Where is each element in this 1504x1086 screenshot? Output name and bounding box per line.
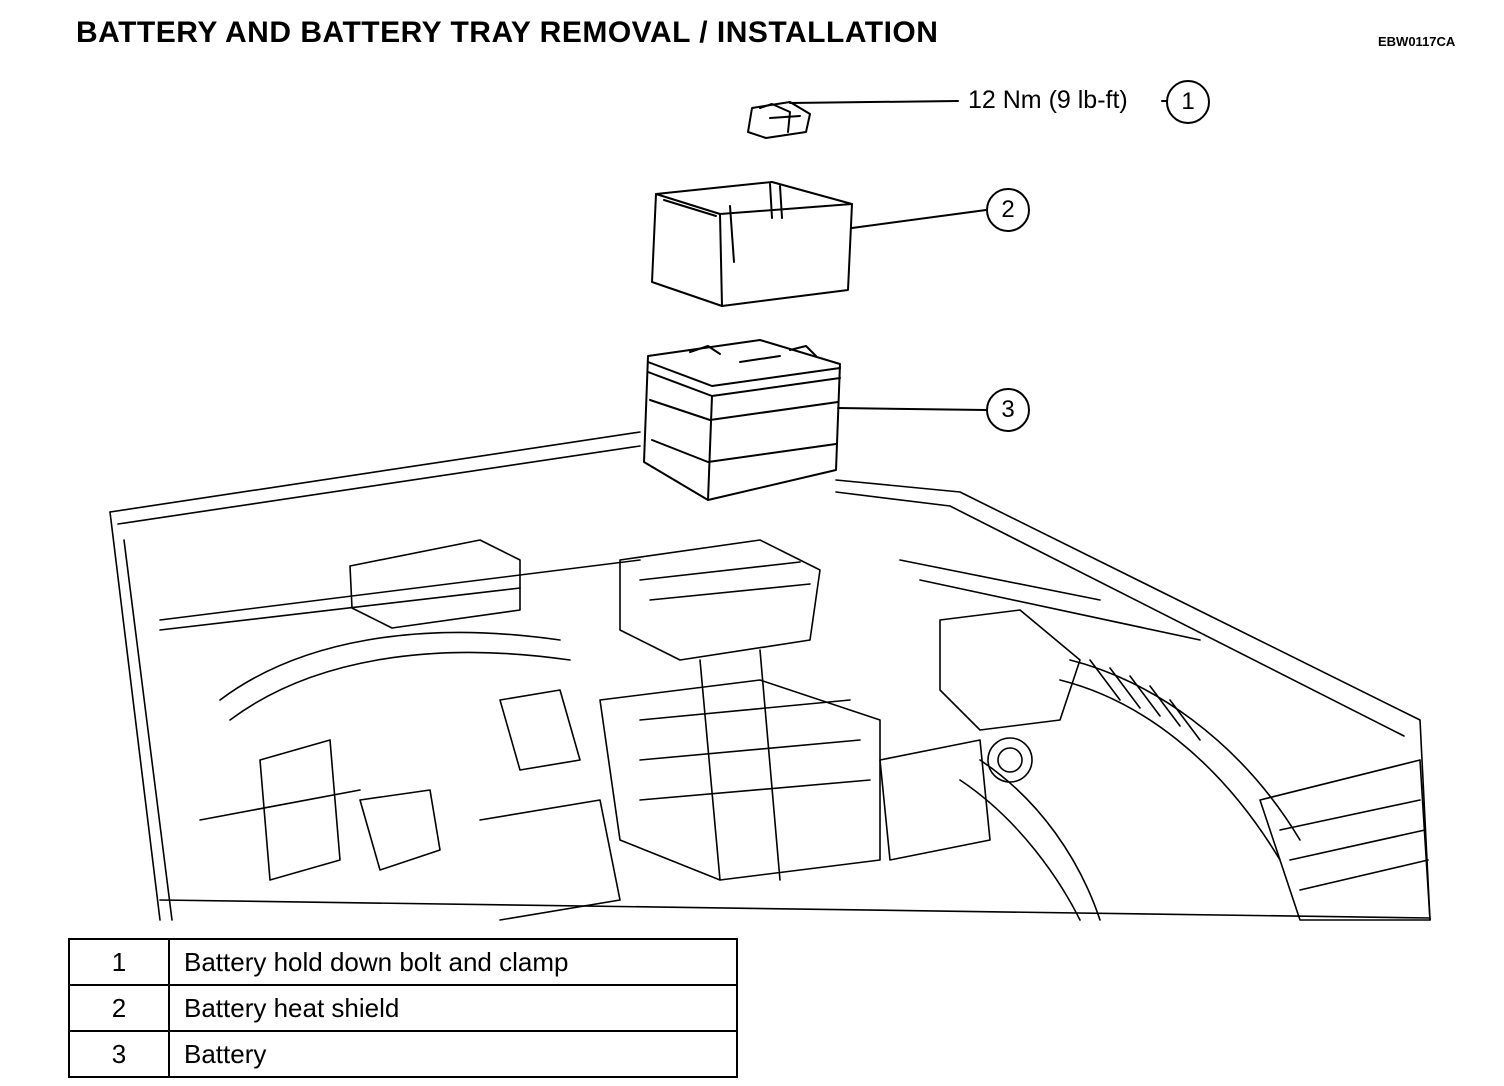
leader-line-3: [837, 407, 987, 411]
battery-drawing: [643, 339, 841, 501]
table-row: 2 Battery heat shield: [68, 984, 738, 1032]
leader-line-2: [851, 209, 987, 229]
table-row: 3 Battery: [68, 1030, 738, 1078]
table-row: 1 Battery hold down bolt and clamp: [68, 938, 738, 986]
parts-legend-table: 1 Battery hold down bolt and clamp 2 Bat…: [68, 938, 738, 1078]
legend-number: 1: [68, 938, 170, 986]
page-title: BATTERY AND BATTERY TRAY REMOVAL / INSTA…: [76, 16, 939, 49]
legend-number: 2: [68, 984, 170, 1032]
callout-1: 1: [1166, 80, 1210, 124]
figure-code: EBW0117CA: [1378, 34, 1456, 49]
legend-number: 3: [68, 1030, 170, 1078]
legend-description: Battery hold down bolt and clamp: [168, 938, 738, 986]
heat-shield-drawing: [651, 181, 853, 307]
torque-spec: 12 Nm (9 lb-ft): [968, 86, 1128, 114]
engine-compartment-drawing: [109, 431, 1431, 921]
exploded-view-illustration: [109, 100, 1431, 921]
leader-line-1: [789, 100, 959, 104]
legend-description: Battery: [168, 1030, 738, 1078]
callout-2: 2: [986, 188, 1030, 232]
hold-down-clamp-drawing: [747, 101, 811, 139]
legend-description: Battery heat shield: [168, 984, 738, 1032]
callout-3: 3: [986, 388, 1030, 432]
